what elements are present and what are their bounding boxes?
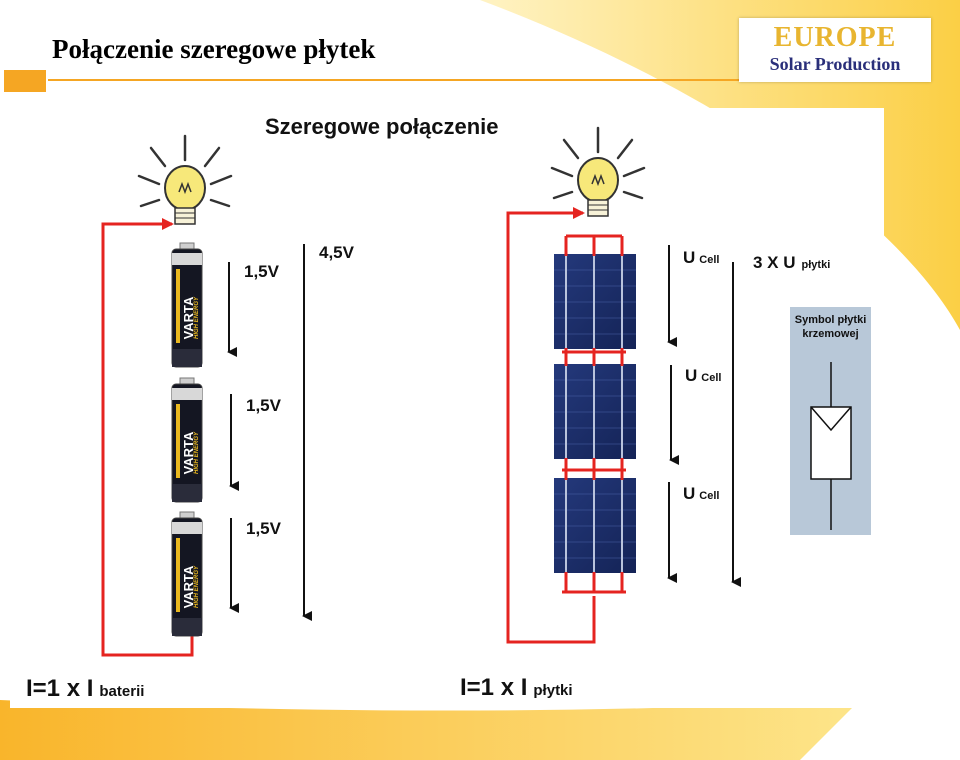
battery-voltage-label: 1,5V bbox=[244, 262, 279, 281]
company-logo: EUROPE Solar Production bbox=[739, 18, 931, 82]
solar-cell bbox=[554, 364, 636, 459]
solar-cell bbox=[554, 254, 636, 349]
logo-line-1: EUROPE bbox=[773, 22, 897, 53]
cell-interconnects bbox=[562, 234, 626, 594]
battery-voltage-label: 1,5V bbox=[246, 396, 281, 415]
panel-total-voltage: 3 X U bbox=[753, 253, 796, 272]
panel-current-subscript: płytki bbox=[533, 682, 573, 699]
title-accent-square bbox=[4, 70, 46, 92]
slide-title: Połączenie szeregowe płytek bbox=[52, 34, 376, 64]
battery-voltage-label: 1,5V bbox=[246, 519, 281, 538]
cell-voltage-subscript: Cell bbox=[699, 254, 720, 266]
diagram-panel bbox=[10, 108, 884, 708]
symbol-caption: Symbol płytki krzemowej bbox=[794, 314, 867, 340]
battery-wire bbox=[101, 218, 194, 657]
panel-current-main: I=1 x I bbox=[460, 674, 528, 701]
title-underline bbox=[48, 79, 808, 81]
lightbulb-icon bbox=[137, 134, 233, 225]
cell-voltage-subscript: Cell bbox=[699, 490, 720, 502]
panel-total-subscript: płytki bbox=[801, 259, 831, 271]
panel-current-formula: I=1 x I płytki bbox=[460, 674, 573, 702]
cell-voltage-symbol: U bbox=[683, 484, 696, 503]
panel-wire bbox=[506, 207, 596, 644]
battery-current-formula: I=1 x I baterii bbox=[26, 675, 144, 703]
solar-cell bbox=[554, 478, 636, 573]
symbol-panel bbox=[790, 307, 871, 535]
battery-total-voltage-label: 4,5V bbox=[319, 243, 354, 262]
cell-voltage-symbol: U bbox=[685, 366, 698, 385]
battery bbox=[171, 377, 203, 503]
battery bbox=[171, 242, 203, 368]
diagram-heading: Szeregowe połączenie bbox=[265, 114, 499, 139]
logo-line-2: Solar Production bbox=[769, 54, 901, 74]
lightbulb-icon bbox=[550, 126, 646, 217]
cell-voltage-symbol: U bbox=[683, 248, 696, 267]
panel-total-voltage-label: 3 X U płytki bbox=[753, 253, 830, 273]
battery-current-main: I=1 x I bbox=[26, 675, 94, 702]
battery-current-subscript: baterii bbox=[99, 683, 145, 700]
battery bbox=[171, 511, 203, 637]
cell-voltage-subscript: Cell bbox=[701, 372, 722, 384]
